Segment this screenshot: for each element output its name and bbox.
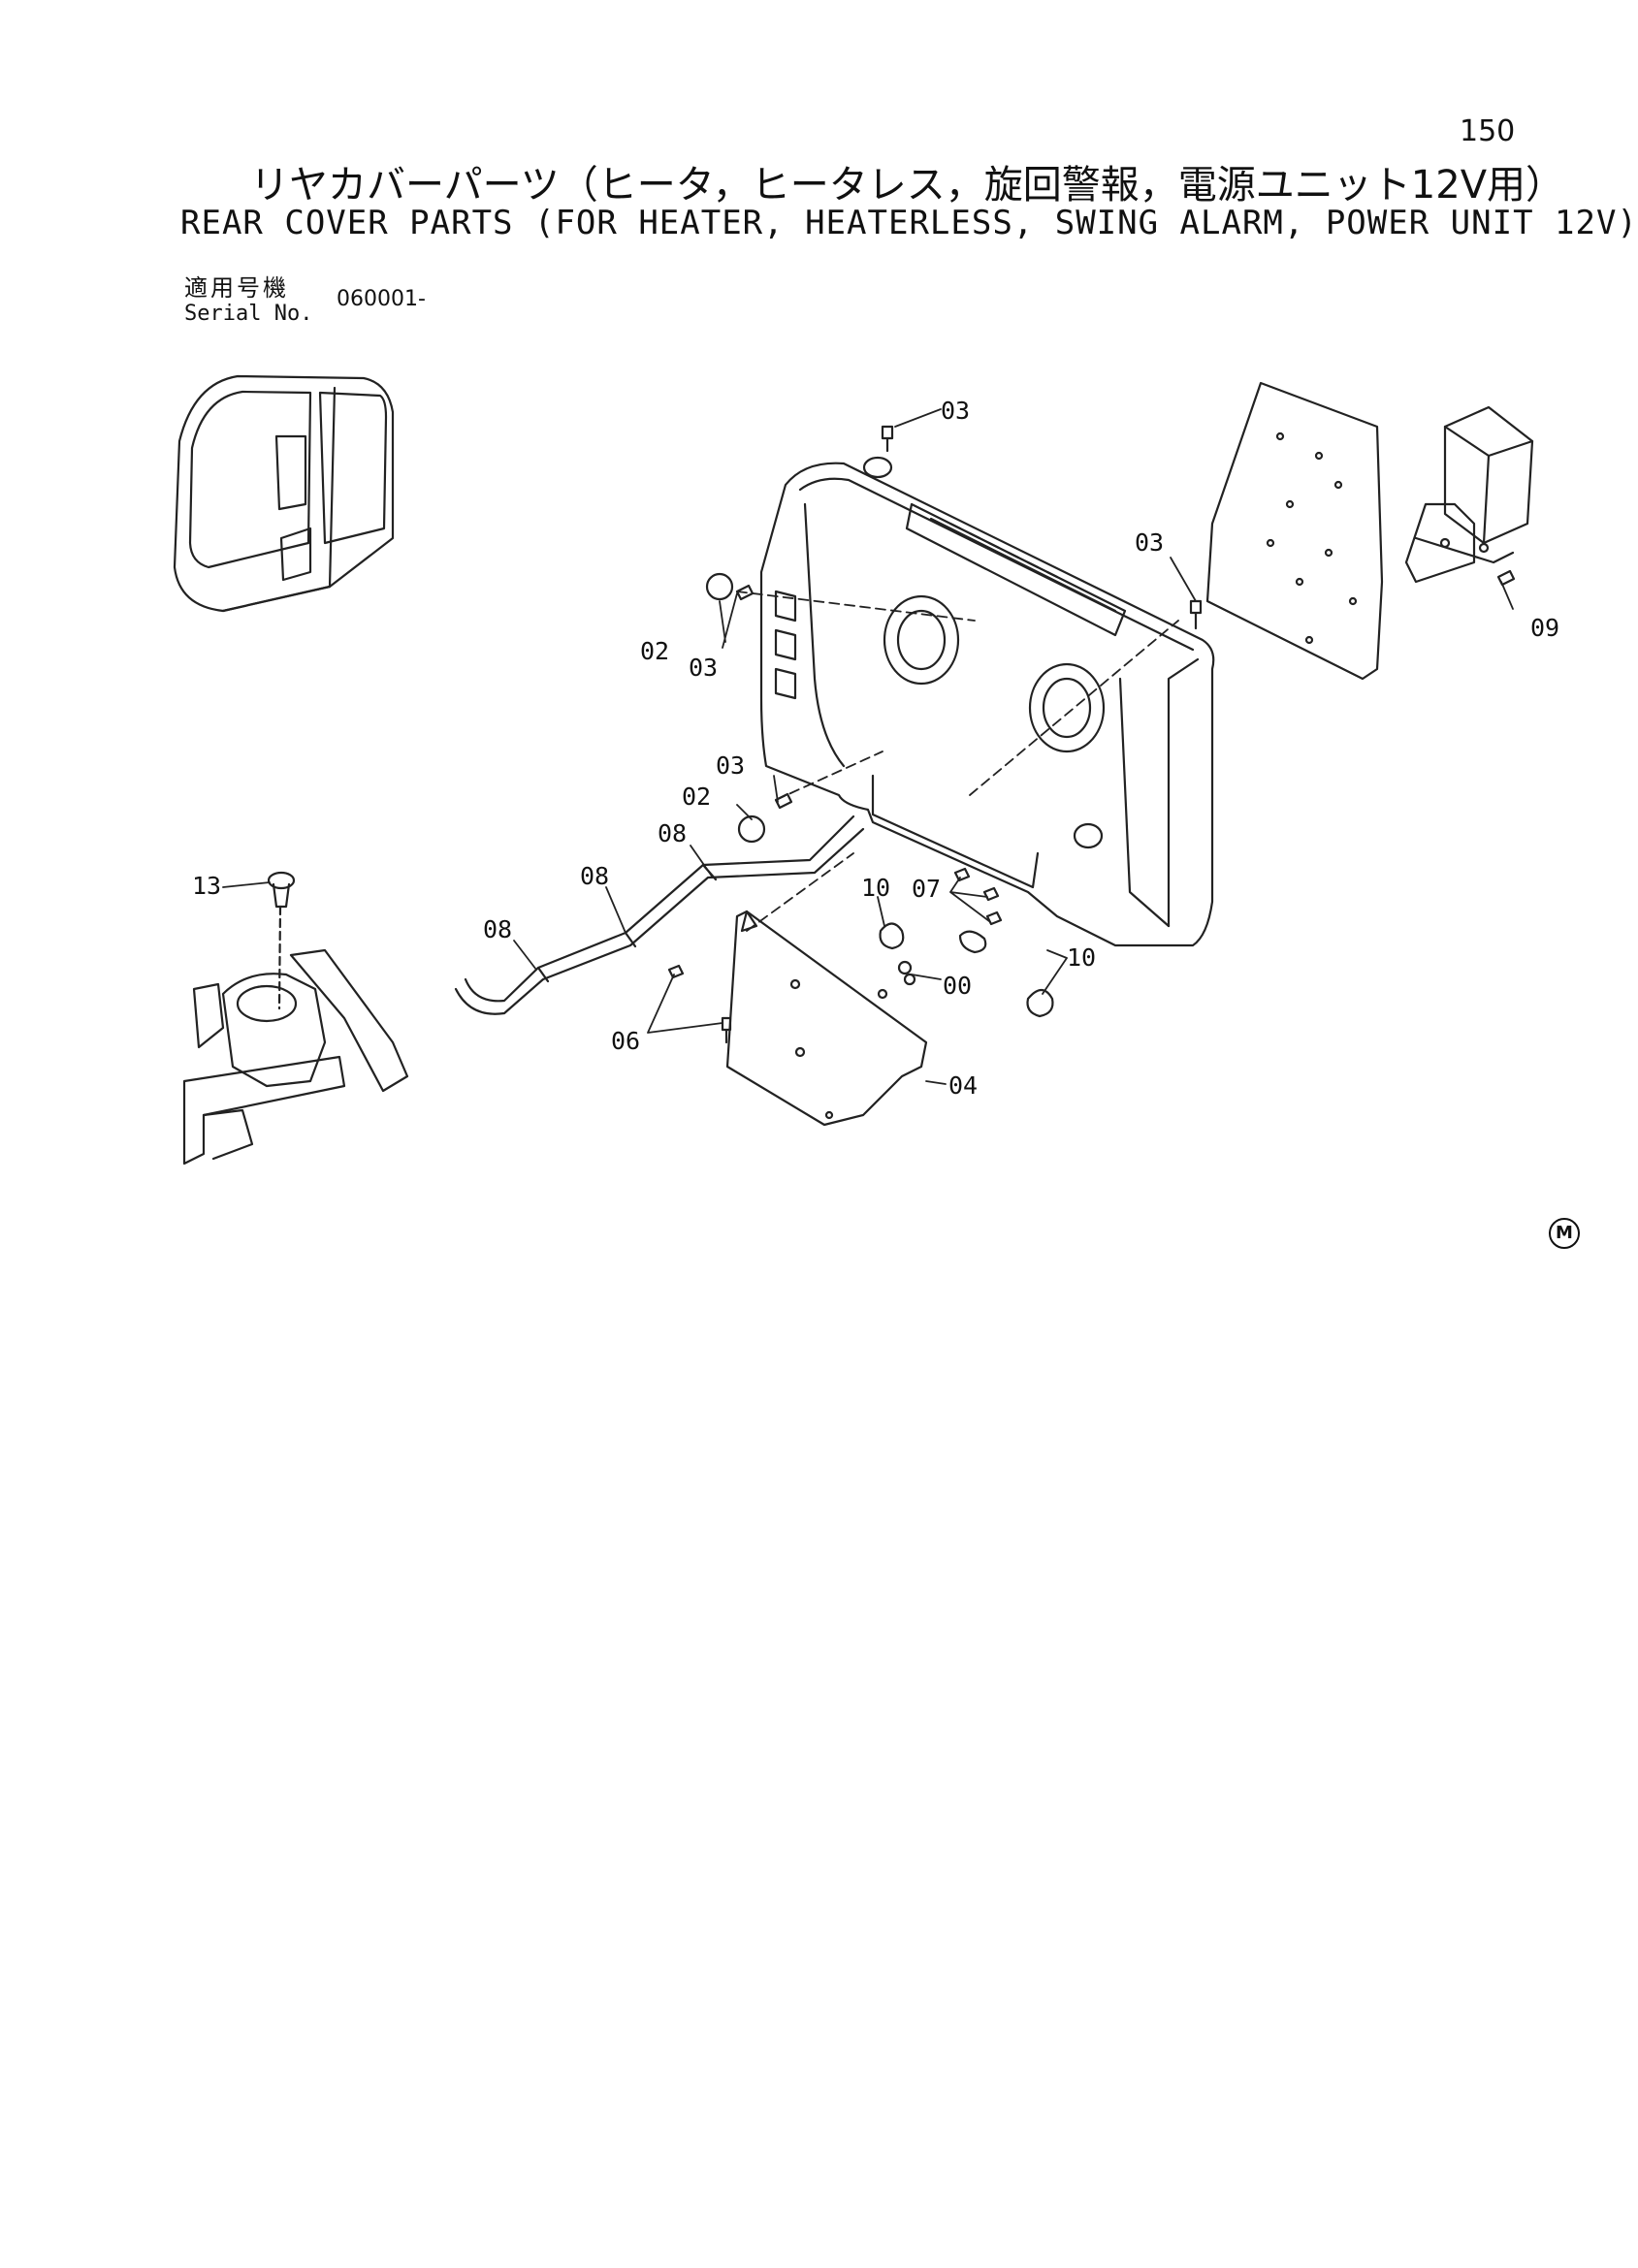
callout-label: 02 bbox=[640, 637, 669, 665]
callout-label: 08 bbox=[580, 862, 609, 890]
harness-tube bbox=[454, 815, 865, 1015]
callout-label: 03 bbox=[941, 397, 970, 425]
serial-label-english: Serial No. bbox=[184, 302, 313, 326]
callout-label: 03 bbox=[1135, 528, 1164, 557]
callout-label: 09 bbox=[1530, 614, 1559, 642]
m-mark-symbol: M bbox=[1549, 1218, 1580, 1249]
callout-label: 04 bbox=[948, 1071, 978, 1100]
callout-label: 03 bbox=[689, 654, 718, 682]
cab-thumbnail bbox=[173, 374, 395, 613]
title-japanese: リヤカバーパーツ（ヒータ，ヒータレス，旋回警報，電源ユニット12V用） bbox=[250, 163, 1565, 208]
callout-label: 08 bbox=[658, 819, 687, 847]
page-number: 150 bbox=[1460, 114, 1516, 148]
callout-labels: 03 03 03 02 03 02 08 08 08 09 10 07 00 1… bbox=[192, 397, 1559, 1100]
callout-label: 03 bbox=[716, 751, 745, 780]
callout-label: 13 bbox=[192, 872, 221, 900]
serial-number-value: 060001- bbox=[337, 287, 426, 311]
parts-diagram: 03 03 03 02 03 02 08 08 08 09 10 07 00 1… bbox=[173, 374, 1559, 1166]
callout-label: 06 bbox=[611, 1027, 640, 1055]
callout-label: 10 bbox=[1067, 943, 1096, 972]
callout-label: 07 bbox=[912, 875, 941, 903]
rear-cover-panel bbox=[759, 456, 1215, 947]
leader-lines bbox=[222, 408, 1514, 1085]
blower-assembly bbox=[182, 871, 409, 1166]
callout-label: 00 bbox=[943, 972, 972, 1000]
cover-plate bbox=[725, 910, 928, 1127]
power-unit-bracket bbox=[1404, 405, 1534, 584]
callout-label: 10 bbox=[861, 874, 890, 902]
serial-label-japanese: 適用号機 bbox=[184, 274, 289, 302]
title-english: REAR COVER PARTS (FOR HEATER, HEATERLESS… bbox=[180, 204, 1638, 242]
side-plate bbox=[1205, 381, 1384, 681]
callout-label: 02 bbox=[682, 783, 711, 811]
callout-label: 08 bbox=[483, 915, 512, 943]
fasteners bbox=[667, 425, 1516, 1044]
